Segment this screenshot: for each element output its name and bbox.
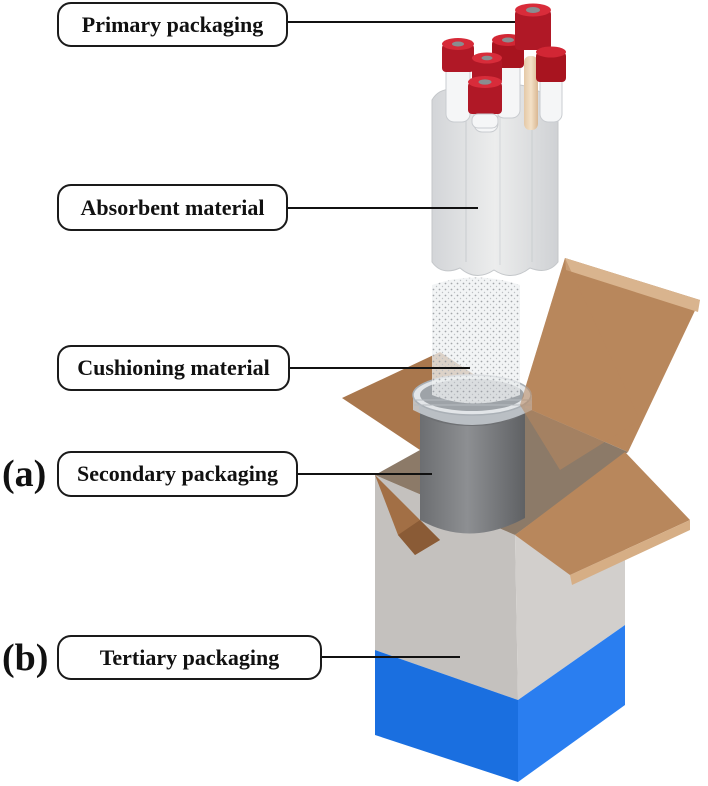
leader-lines: [288, 21, 515, 658]
label-secondary-packaging: Secondary packaging: [57, 451, 298, 497]
front-right-flap: [515, 452, 690, 575]
cushioning-material: [432, 277, 520, 404]
absorbent-sleeve: [431, 83, 559, 276]
part-letter-b: (b): [2, 637, 49, 679]
part-letter-a: (a): [2, 453, 47, 495]
label-cushioning-material: Cushioning material: [57, 345, 290, 391]
box-blue-band-right: [518, 625, 625, 782]
front-flaps: [375, 258, 690, 585]
box-blue-band-left: [375, 650, 518, 782]
label-primary-packaging: Primary packaging: [57, 2, 288, 47]
label-tertiary-packaging: Tertiary packaging: [57, 635, 322, 680]
red-caps: [442, 3, 566, 129]
label-absorbent-material: Absorbent material: [57, 184, 288, 231]
